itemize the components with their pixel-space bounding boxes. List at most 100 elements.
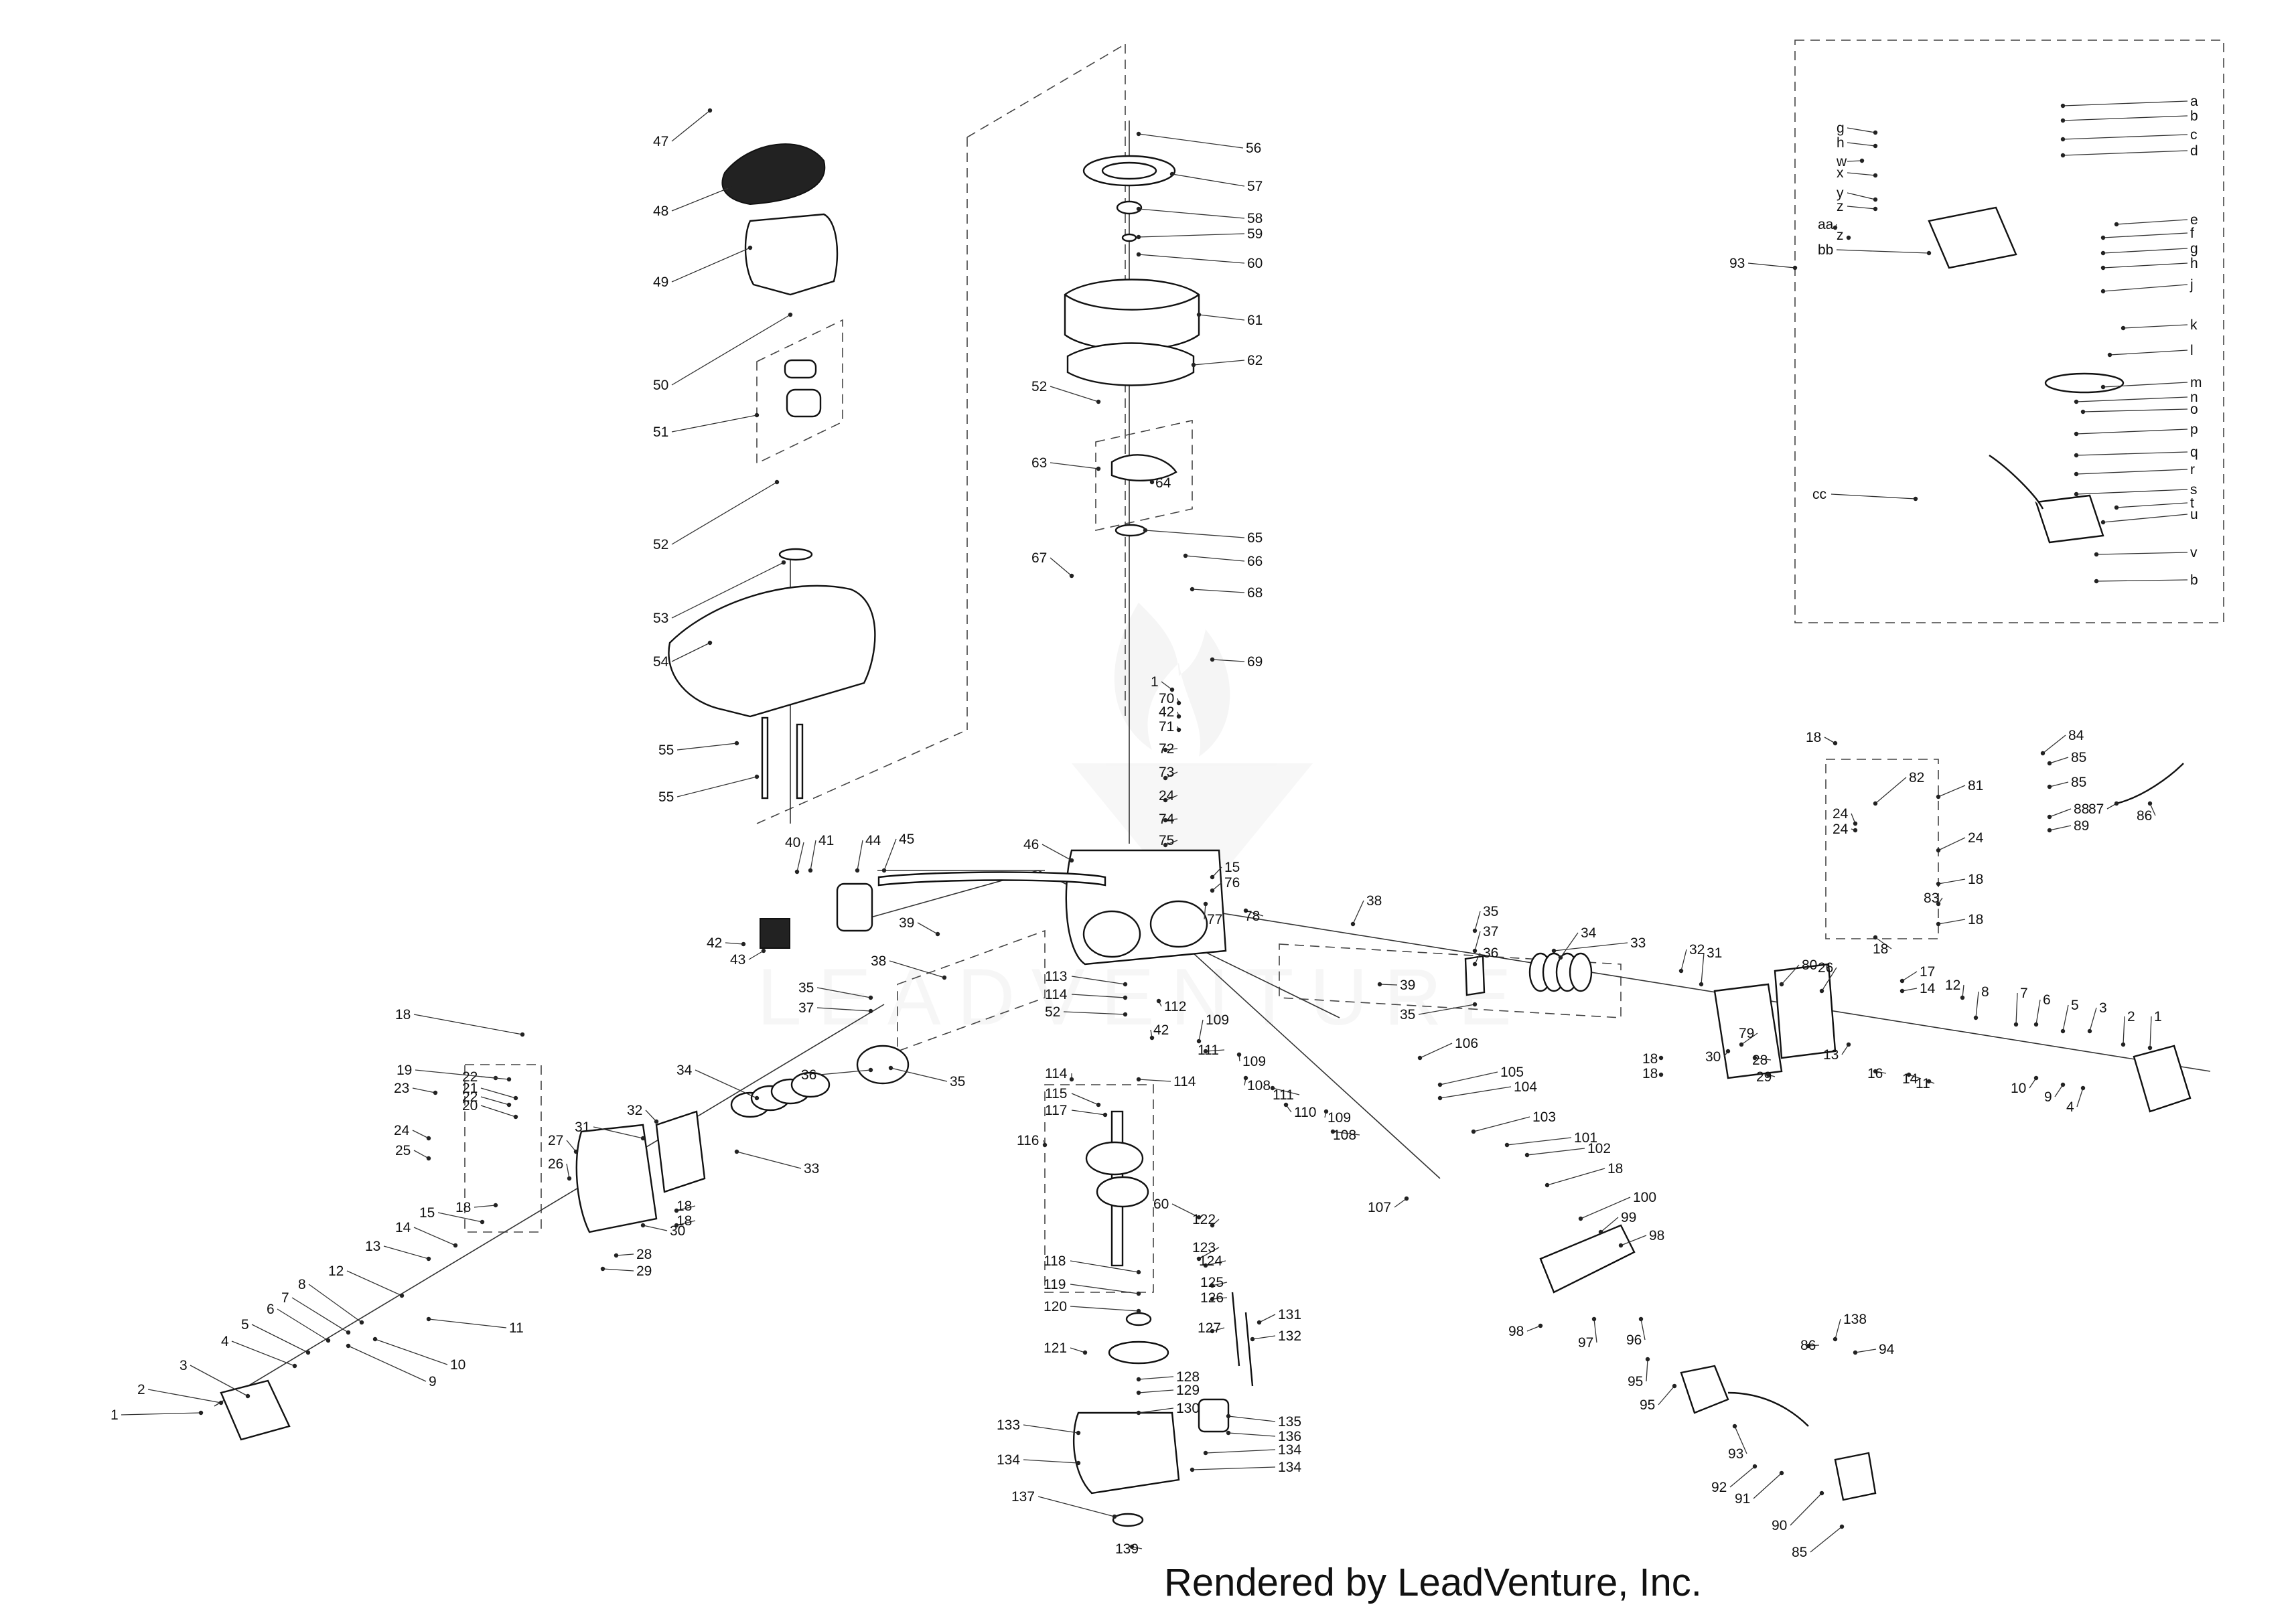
leader-line [2076, 1087, 2084, 1107]
leader-line [2109, 350, 2188, 356]
part-dot [2033, 1075, 2039, 1081]
part-dot [1853, 821, 1858, 826]
leader-line [147, 1389, 222, 1403]
part-dot [426, 1136, 431, 1141]
callout-80: 80 [1802, 958, 1817, 973]
callout-86: 86 [2137, 808, 2152, 824]
part-dot [1936, 794, 1941, 799]
callout-136: 136 [1278, 1429, 1301, 1444]
callout-12: 12 [1945, 978, 1960, 993]
callout-107: 107 [1368, 1200, 1391, 1215]
leader-line [1037, 1496, 1115, 1517]
part-dot [1236, 1052, 1242, 1057]
part-dot [1766, 1072, 1771, 1077]
callout-96: 96 [1626, 1332, 1642, 1348]
part-dot [1472, 948, 1478, 953]
callout-b: b [2190, 108, 2198, 124]
leader-line [917, 922, 938, 935]
leader-line [474, 1205, 496, 1208]
leader-line [1212, 659, 1245, 662]
callout-63: 63 [1031, 455, 1047, 471]
left-piston [856, 1045, 910, 1085]
part-dot [1598, 1229, 1603, 1235]
leader-line [1646, 1359, 1648, 1382]
leader-line [428, 1318, 507, 1328]
part-dot [1437, 1082, 1443, 1087]
part-dot [426, 1156, 431, 1161]
leader-line [1781, 964, 1800, 985]
part-dot [1638, 1316, 1644, 1322]
leader-line [1171, 1203, 1200, 1218]
part-dot [1190, 1467, 1195, 1472]
part-dot [2080, 409, 2086, 414]
callout-98: 98 [1508, 1324, 1524, 1339]
callout-123: 123 [1192, 1240, 1216, 1255]
callout-18: 18 [395, 1007, 411, 1022]
part-dot [1169, 171, 1175, 177]
leader-line [1379, 984, 1398, 986]
callout-4: 4 [221, 1334, 229, 1349]
callout-76: 76 [1224, 875, 1240, 891]
part-dot [2013, 1022, 2019, 1027]
callout-111: 111 [1273, 1087, 1294, 1103]
callout-55: 55 [658, 743, 674, 758]
part-dot [1936, 901, 1941, 907]
part-dot [1873, 206, 1878, 212]
callout-6: 6 [267, 1302, 275, 1317]
leader-line [1245, 910, 1264, 917]
part-dot [640, 1223, 646, 1228]
part-dot [1732, 1424, 1737, 1429]
part-dot [2060, 118, 2066, 123]
callout-j: j [2190, 277, 2194, 293]
part-dot [1833, 1336, 1838, 1342]
leader-line [1836, 249, 1930, 254]
callout-15: 15 [1224, 860, 1240, 875]
leader-line [1071, 1109, 1106, 1116]
leader-line [2102, 382, 2188, 388]
callout-138: 138 [1843, 1312, 1867, 1327]
callout-48: 48 [653, 204, 668, 219]
leader-line [566, 1163, 570, 1179]
part-dot [1437, 1095, 1443, 1101]
leader-line [2062, 134, 2188, 140]
leader-line [1171, 173, 1245, 187]
callout-32: 32 [1689, 942, 1705, 958]
leader-line [593, 1126, 644, 1139]
callout-52: 52 [653, 537, 668, 552]
callout-2: 2 [137, 1382, 145, 1397]
part-dot [1524, 1152, 1530, 1158]
callout-q: q [2190, 445, 2198, 460]
callout-82: 82 [1909, 770, 1924, 785]
part-dot [1042, 1142, 1048, 1148]
leader-line [2042, 735, 2066, 754]
part-dot [1819, 1490, 1824, 1496]
part-dot [2047, 784, 2052, 789]
callout-c: c [2190, 127, 2198, 143]
part-dot [1102, 1112, 1108, 1118]
callout-36: 36 [1483, 945, 1498, 961]
callout-k: k [2190, 317, 2198, 333]
callout-11: 11 [509, 1320, 524, 1336]
part-dot [1936, 848, 1941, 853]
leader-line [1938, 785, 1966, 797]
leader-line [1138, 208, 1245, 219]
leader-line [2049, 757, 2069, 764]
part-dot [2114, 801, 2119, 806]
callout-118: 118 [1044, 1253, 1066, 1269]
part-dot [1136, 1270, 1141, 1275]
callout-26: 26 [1818, 960, 1833, 976]
part-dot [1833, 225, 1838, 230]
callout-97: 97 [1578, 1335, 1593, 1351]
leader-line [308, 1284, 362, 1323]
part-dot [614, 1253, 619, 1258]
part-dot [1973, 1015, 1979, 1020]
callout-aa: aa [1818, 217, 1834, 232]
part-dot [2121, 325, 2126, 331]
leader-line [2076, 489, 2188, 495]
callout-114: 114 [1045, 987, 1068, 1002]
leader-line [1394, 1198, 1407, 1208]
part-dot [734, 1149, 739, 1154]
callout-14: 14 [1920, 981, 1936, 996]
callout-6: 6 [2043, 992, 2051, 1008]
flywheel [1066, 342, 1195, 386]
